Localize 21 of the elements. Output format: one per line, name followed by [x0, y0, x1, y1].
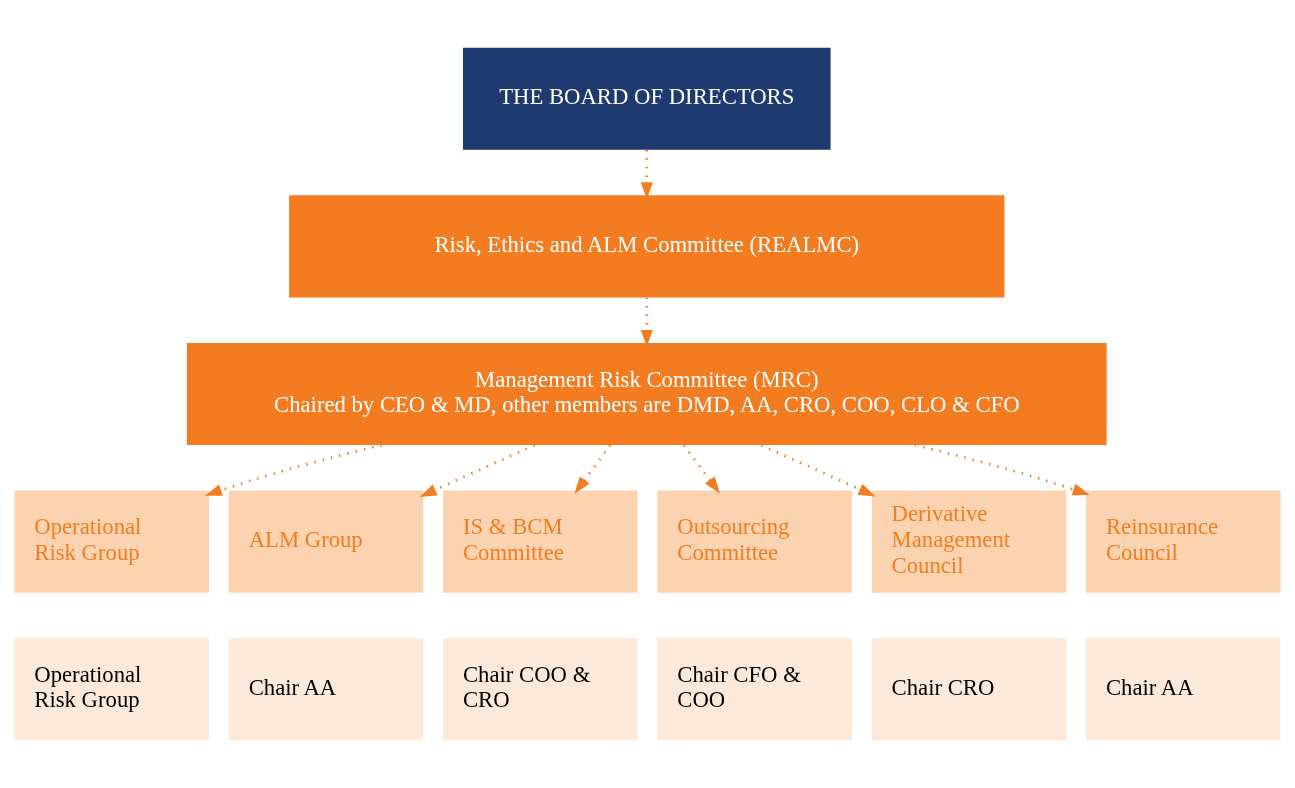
node-box: ALM Group: [228, 490, 424, 593]
node-box: Reinsurance Council: [1086, 490, 1281, 593]
arrow: [419, 443, 536, 497]
node-box: Chair CFO & COO: [657, 638, 852, 741]
node-box: Outsourcing Committee: [657, 490, 852, 593]
node-box: Operational Risk Group: [14, 490, 209, 593]
arrow: [682, 444, 721, 494]
node-box: THE BOARD OF DIRECTORS: [463, 47, 831, 150]
node-box: Management Risk Committee (MRC) Chaired by CEO & MD, other members are DMD, AA, CRO, COO, CLO & CFO: [186, 342, 1107, 446]
node-box: Derivative Management Council: [871, 490, 1067, 593]
node-box: Chair AA: [228, 638, 424, 741]
node-box: IS & BCM Committee: [443, 490, 638, 593]
arrow: [204, 443, 383, 496]
node-box: Operational Risk Group: [14, 638, 209, 741]
node-box: Risk, Ethics and ALM Committee (REALMC): [289, 195, 1005, 298]
arrow: [574, 444, 612, 494]
node-box: Chair AA: [1086, 638, 1281, 741]
node-box: Chair COO & CRO: [443, 638, 638, 741]
arrow: [914, 443, 1090, 496]
arrow: [760, 444, 876, 497]
node-box: Chair CRO: [871, 638, 1067, 741]
